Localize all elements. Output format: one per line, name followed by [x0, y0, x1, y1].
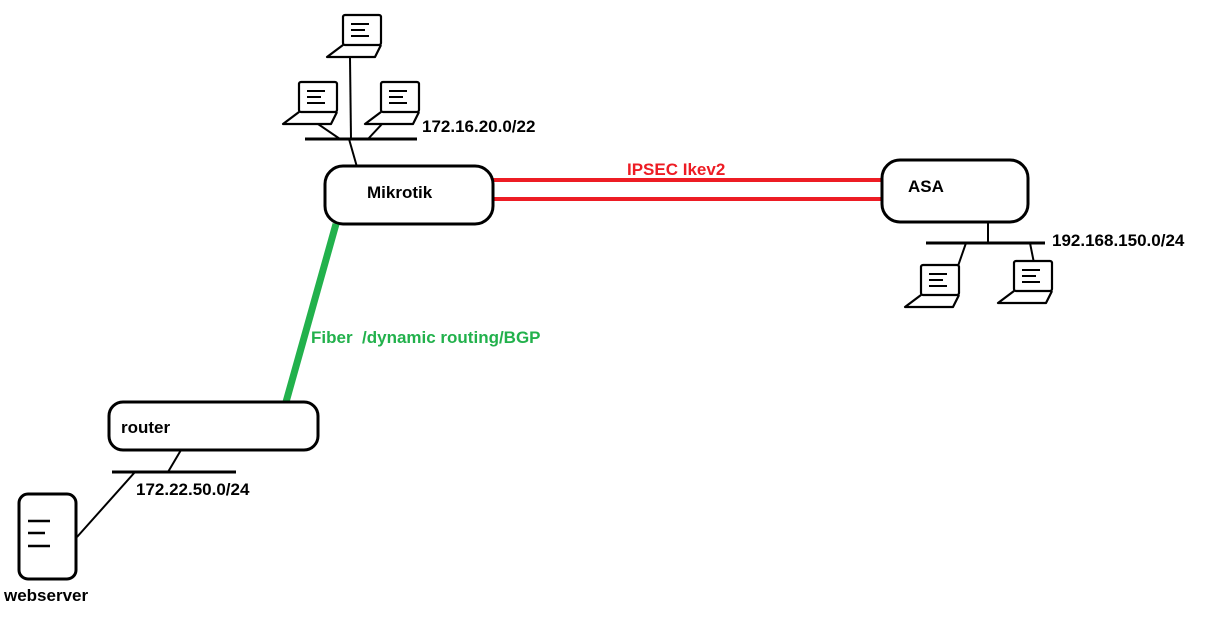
router-lan: 172.22.50.0/24	[76, 449, 250, 538]
fiber-link: Fiber /dynamic routing/BGP	[282, 223, 541, 403]
router-device: router	[107, 400, 320, 452]
router-subnet-label: 172.22.50.0/24	[136, 480, 250, 499]
ipsec-tunnel: IPSEC Ikev2	[486, 160, 888, 201]
laptop-left-cable	[317, 123, 341, 140]
mikrotik-box	[323, 164, 495, 226]
router-label: router	[121, 418, 171, 437]
laptop-icon	[281, 80, 339, 126]
mikrotik-label: Mikrotik	[367, 183, 433, 202]
asa-label: ASA	[908, 177, 944, 196]
webserver-label: webserver	[3, 586, 88, 605]
mikrotik-lan-trunk	[349, 57, 352, 140]
fiber-link-label: Fiber /dynamic routing/BGP	[311, 328, 541, 347]
laptop-icon	[363, 80, 421, 126]
mikrotik-lan: 172.16.20.0/22	[281, 13, 535, 168]
laptop-right-cable	[367, 123, 383, 140]
router-box	[107, 400, 320, 452]
asa-lan: 192.168.150.0/24	[903, 222, 1185, 309]
webserver-cable	[76, 471, 136, 538]
laptop-right-cable	[1029, 242, 1035, 264]
mikrotik-subnet-label: 172.16.20.0/22	[422, 117, 535, 136]
laptop-icon	[996, 259, 1054, 305]
asa-subnet-label: 192.168.150.0/24	[1052, 231, 1185, 250]
laptop-icon	[325, 13, 383, 59]
webserver: webserver	[3, 492, 88, 605]
router-uplink	[167, 449, 182, 473]
asa-device: ASA	[880, 158, 1030, 224]
ipsec-tunnel-label: IPSEC Ikev2	[627, 160, 725, 179]
ipsec-tunnel-bar	[486, 178, 888, 201]
server-icon	[17, 492, 78, 581]
fiber-link-line	[282, 223, 340, 403]
laptop-icon	[903, 263, 961, 309]
mikrotik-uplink	[348, 138, 358, 168]
asa-box	[880, 158, 1030, 224]
laptop-left-cable	[957, 242, 967, 267]
mikrotik-device: Mikrotik	[323, 164, 495, 226]
